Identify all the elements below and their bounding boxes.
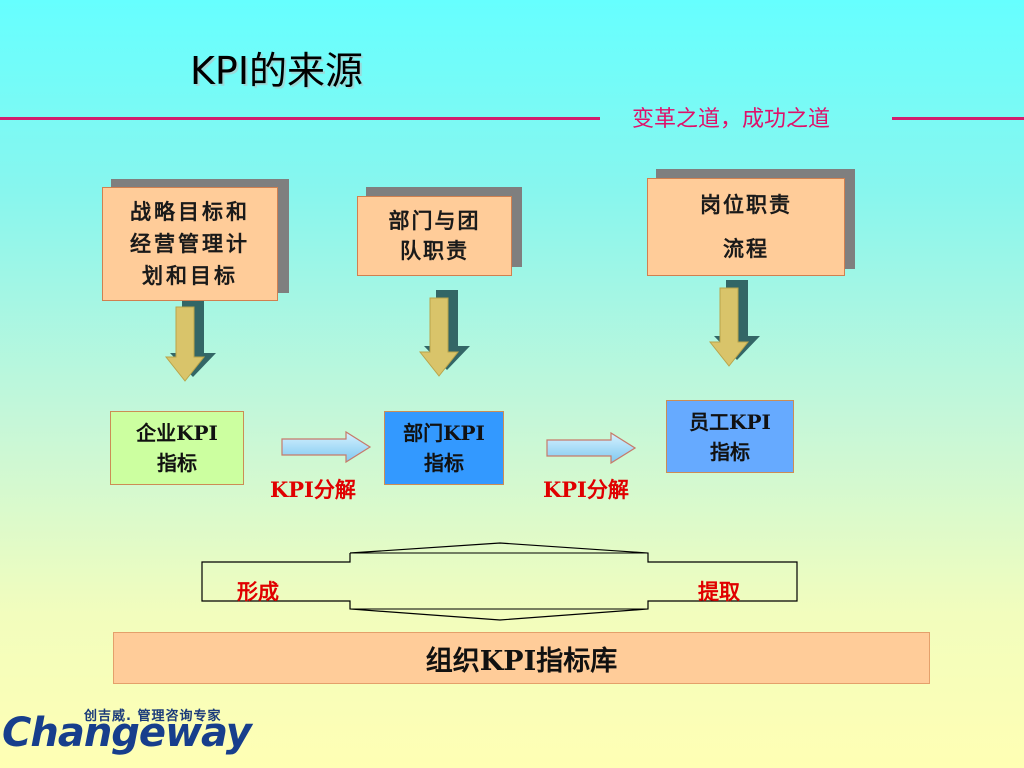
- right-arrow-icon: [546, 431, 637, 465]
- decompose-label: KPI分解: [543, 477, 629, 502]
- kpi-library: 组织KPI指标库: [113, 632, 930, 684]
- right-arrow-icon: [281, 430, 372, 464]
- header-rule-left: [0, 117, 600, 120]
- source-line: 部门与团: [388, 208, 481, 233]
- down-arrow-icon: [418, 290, 470, 377]
- down-arrow-icon: [164, 301, 216, 382]
- kpi-line: 部门KPI: [403, 421, 485, 445]
- source-line: 战略目标和: [130, 199, 250, 224]
- kpi-box-staff: 员工KPI 指标: [666, 400, 794, 473]
- kpi-line: 指标: [710, 439, 750, 464]
- header-rule-right: [892, 117, 1024, 120]
- source-line: 流程: [723, 236, 769, 261]
- kpi-line: 指标: [157, 451, 197, 475]
- source-line: 岗位职责: [700, 192, 792, 217]
- kpi-box-enterprise: 企业KPI 指标: [110, 411, 244, 485]
- kpi-line: 员工KPI: [689, 409, 771, 434]
- page-title: KPI的来源: [190, 49, 364, 93]
- source-box-strategy: 战略目标和 经营管理计 划和目标: [102, 187, 278, 301]
- source-line: 队职责: [400, 238, 469, 263]
- kpi-line: 企业KPI: [136, 421, 218, 445]
- decompose-label: KPI分解: [270, 477, 356, 502]
- kpi-line: 指标: [424, 451, 464, 475]
- source-line: 划和目标: [142, 263, 238, 288]
- kpi-box-department: 部门KPI 指标: [384, 411, 504, 485]
- bidirectional-arrow-icon: [201, 542, 798, 621]
- source-line: 经营管理计: [130, 231, 250, 256]
- source-box-department: 部门与团 队职责: [357, 196, 512, 276]
- logo-tagline: 创吉威. 管理咨询专家: [84, 709, 222, 724]
- slogan: 变革之道，成功之道: [632, 107, 831, 132]
- down-arrow-icon: [708, 280, 760, 367]
- logo-text: Changeway: [2, 710, 252, 756]
- form-label: 形成: [237, 579, 279, 604]
- extract-label: 提取: [698, 579, 740, 604]
- source-box-position: 岗位职责 流程: [647, 178, 845, 276]
